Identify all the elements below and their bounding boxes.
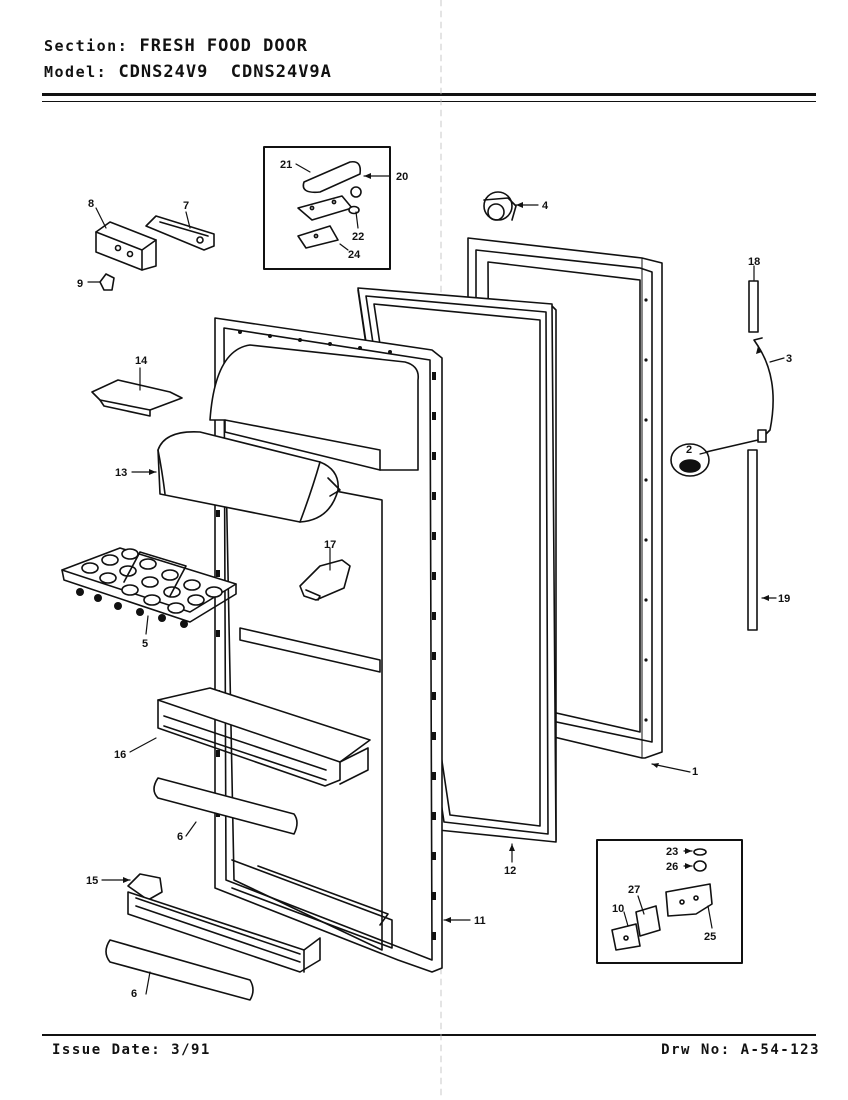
- door-shelf-part-16: [157, 687, 371, 787]
- callout-9: 9: [77, 278, 83, 290]
- cam-part-4: [483, 191, 517, 221]
- section-line: Section: FRESH FOOD DOOR: [44, 36, 308, 56]
- closer-inset-box: [596, 839, 743, 964]
- model-key: Model:: [44, 63, 108, 81]
- hinge-inset-box: [263, 146, 391, 270]
- issue-date: Issue Date: 3/91: [52, 1042, 211, 1058]
- callout-12: 12: [504, 865, 516, 877]
- trim-strip-part-6-lower: [105, 939, 254, 1001]
- callout-8: 8: [88, 198, 94, 210]
- callout-4: 4: [542, 200, 549, 212]
- callout-20: 20: [396, 171, 408, 183]
- callout-22: 22: [352, 231, 364, 243]
- callout-21: 21: [280, 159, 292, 171]
- callout-19: 19: [778, 593, 790, 605]
- callout-3: 3: [786, 353, 792, 365]
- callout-24: 24: [348, 249, 361, 261]
- callout-16: 16: [114, 749, 126, 761]
- callout-26: 26: [666, 861, 678, 873]
- leader-arrowheads: [123, 173, 769, 923]
- seal-strips: [670, 280, 774, 631]
- callout-6-upper: 6: [177, 831, 183, 843]
- callout-2: 2: [686, 444, 692, 456]
- header-rule-thin: [42, 101, 816, 102]
- model-value: CDNS24V9 CDNS24V9A: [118, 62, 332, 82]
- egg-tray-part-5: [61, 547, 237, 628]
- callout-11: 11: [474, 915, 486, 927]
- callout-17: 17: [324, 539, 336, 551]
- callout-5: 5: [142, 638, 148, 650]
- callout-25: 25: [704, 931, 716, 943]
- callout-15: 15: [86, 875, 98, 887]
- model-line: Model: CDNS24V9 CDNS24V9A: [44, 62, 332, 82]
- trim-strip-part-6-upper: [153, 777, 298, 835]
- callout-1: 1: [692, 766, 698, 778]
- handle-bracket-part-7: [145, 215, 215, 251]
- callout-27: 27: [628, 884, 640, 896]
- screw-part-9: [99, 273, 115, 291]
- callout-18: 18: [748, 256, 760, 268]
- callout-10: 10: [612, 903, 624, 915]
- bottom-shelf-assembly: [127, 873, 321, 973]
- callout-6-lower: 6: [131, 988, 137, 1000]
- section-value: FRESH FOOD DOOR: [139, 36, 309, 56]
- dairy-door-part-13: [157, 431, 341, 523]
- header-rule-thick: [42, 93, 816, 96]
- section-key: Section:: [44, 37, 129, 55]
- callout-23: 23: [666, 846, 678, 858]
- callout-13: 13: [115, 467, 127, 479]
- footer-rule: [42, 1034, 816, 1036]
- stop-bracket-part-17: [299, 559, 351, 601]
- door-liner-part-11: [209, 317, 443, 973]
- hinge-cover-part-14: [91, 379, 183, 417]
- hinge-block-part-8: [95, 221, 157, 271]
- callout-14: 14: [135, 355, 148, 367]
- callout-7: 7: [183, 200, 189, 212]
- drawing-number: Drw No: A-54-123: [661, 1042, 820, 1058]
